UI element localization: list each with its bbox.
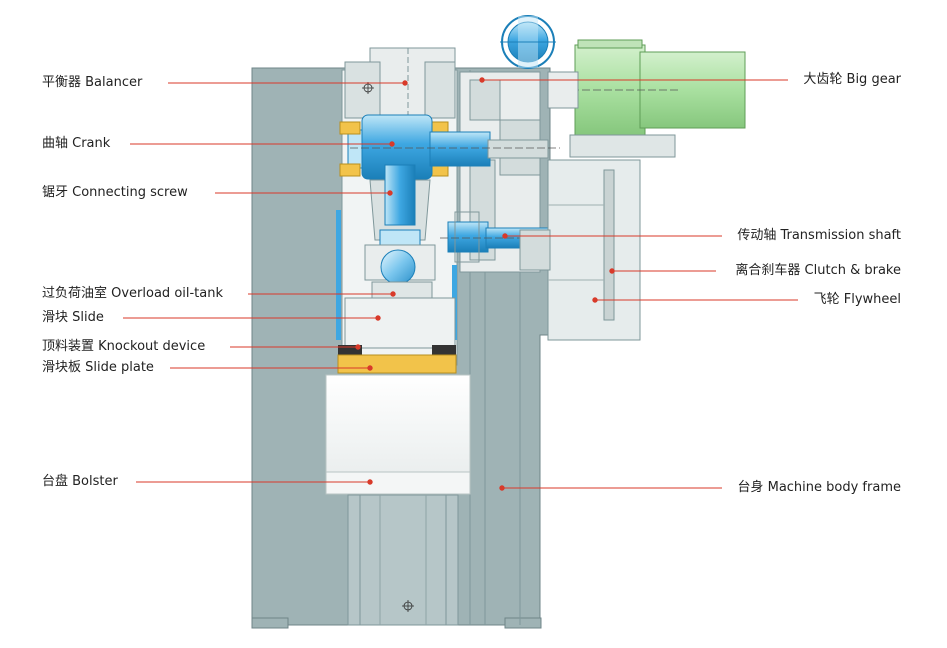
slide	[337, 297, 457, 374]
label-overload-oil-tank: 过负荷油室 Overload oil-tank	[42, 286, 224, 301]
flywheel-housing	[519, 159, 641, 341]
label-crank: 曲轴 Crank	[42, 136, 111, 151]
motor	[547, 39, 746, 158]
label-transmission-shaft: 传动轴 Transmission shaft	[737, 228, 901, 243]
big-gear-cover	[500, 15, 556, 69]
leader-lines	[123, 77, 798, 491]
label-connecting-screw: 锯牙 Connecting screw	[42, 185, 188, 200]
crank-shaft	[339, 114, 560, 180]
label-slide-plate: 滑块板 Slide plate	[42, 360, 154, 375]
label-big-gear: 大齿轮 Big gear	[803, 72, 901, 87]
label-balancer: 平衡器 Balancer	[42, 75, 143, 90]
label-slide: 滑块 Slide	[42, 310, 104, 325]
label-knockout-device: 顶料装置 Knockout device	[42, 339, 206, 354]
label-clutch-brake: 离合刹车器 Clutch & brake	[735, 263, 901, 278]
label-flywheel: 飞轮 Flywheel	[813, 292, 901, 307]
label-machine-body-frame: 台身 Machine body frame	[737, 480, 901, 495]
connecting-rod	[364, 164, 436, 299]
label-bolster: 台盘 Bolster	[42, 474, 118, 489]
bolster	[325, 374, 471, 495]
